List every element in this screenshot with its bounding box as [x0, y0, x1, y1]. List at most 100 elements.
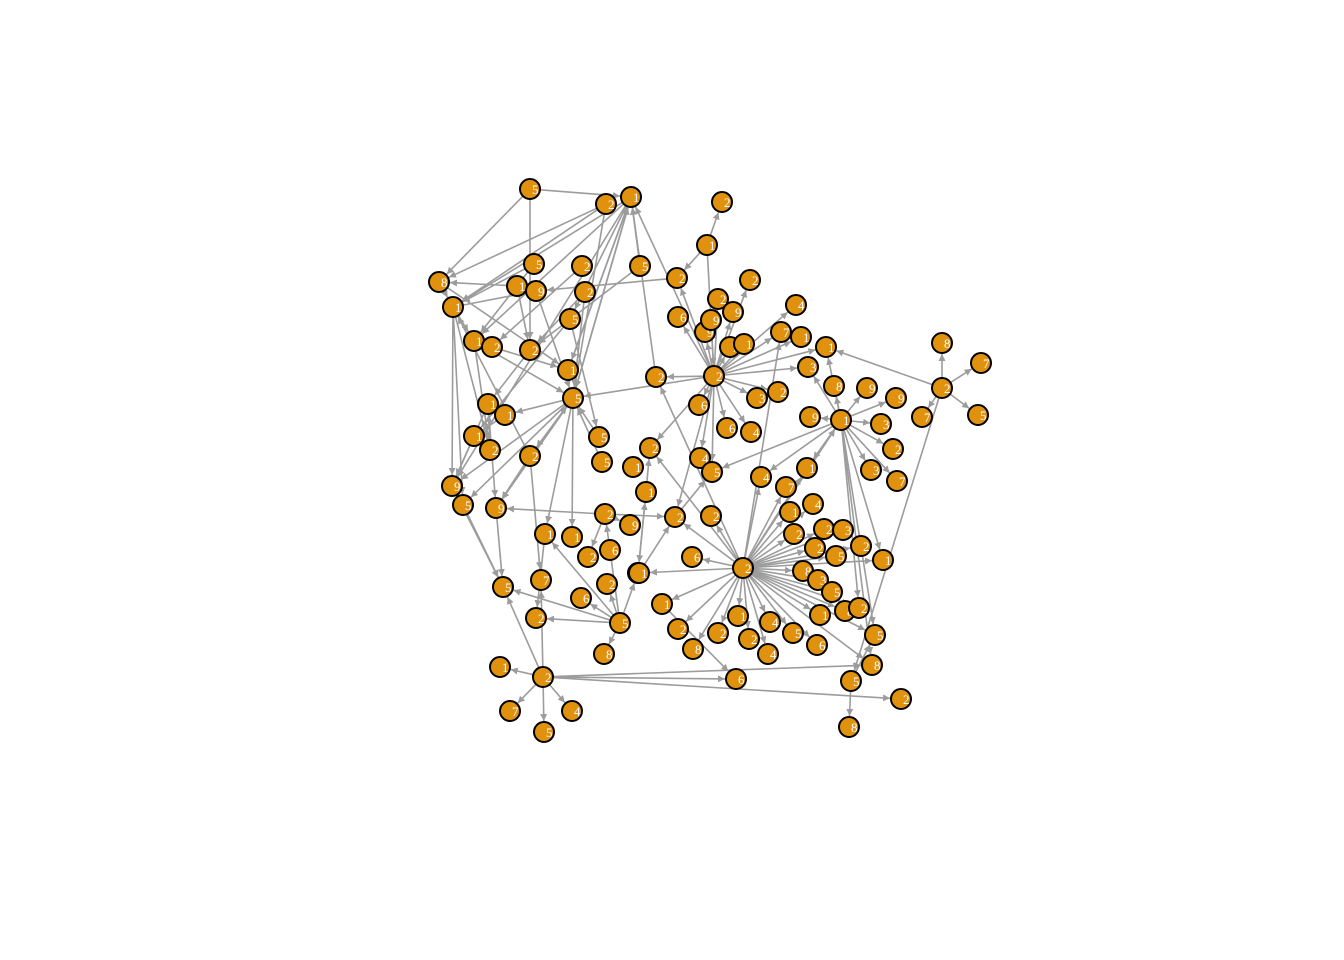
- node-label: 5: [601, 430, 608, 445]
- graph-node: 6: [725, 668, 747, 690]
- graph-edge: [457, 315, 469, 333]
- node-label: 4: [815, 497, 822, 512]
- node-circle: [770, 321, 792, 343]
- graph-node: 2: [481, 336, 503, 358]
- node-label: 3: [759, 391, 766, 406]
- node-label: 2: [895, 442, 902, 457]
- graph-node: 5: [519, 178, 541, 200]
- node-circle: [759, 611, 781, 633]
- node-circle: [870, 413, 892, 435]
- node-circle: [595, 193, 617, 215]
- graph-node: 2: [931, 377, 953, 399]
- graph-edge: [622, 583, 636, 614]
- node-label: 2: [658, 370, 665, 385]
- graph-edge: [680, 479, 706, 510]
- node-circle: [519, 445, 541, 467]
- node-label: 2: [492, 443, 499, 458]
- node-label: 2: [861, 601, 868, 616]
- graph-edge: [718, 383, 746, 424]
- graph-edge: [746, 496, 782, 560]
- node-circle: [931, 332, 953, 354]
- node-label: 2: [652, 441, 659, 456]
- graph-node: 2: [738, 628, 760, 650]
- node-label: 2: [587, 285, 594, 300]
- node-circle: [530, 569, 552, 591]
- graph-edge: [949, 393, 970, 410]
- node-circle: [856, 377, 878, 399]
- node-label: 5: [465, 498, 472, 513]
- node-circle: [570, 587, 592, 609]
- node-label: 2: [679, 271, 686, 286]
- node-circle: [525, 280, 547, 302]
- node-circle: [628, 562, 650, 584]
- node-circle: [523, 253, 545, 275]
- node-label: 5: [532, 182, 539, 197]
- graph-node: 2: [519, 445, 541, 467]
- node-circle: [830, 409, 852, 431]
- node-circle: [861, 654, 883, 676]
- node-circle: [885, 387, 907, 409]
- node-circle: [591, 451, 613, 473]
- graph-edge: [721, 311, 789, 371]
- graph-node: 4: [759, 611, 781, 633]
- graph-edge: [702, 557, 734, 567]
- node-circle: [931, 377, 953, 399]
- node-circle: [519, 178, 541, 200]
- edges-layer: [441, 189, 973, 722]
- graph-edge: [537, 298, 579, 343]
- graph-edge: [850, 401, 887, 418]
- graph-node: 4: [740, 421, 762, 443]
- node-circle: [821, 581, 843, 603]
- graph-node: 1: [651, 593, 673, 615]
- node-label: 5: [505, 580, 512, 595]
- graph-node: 1: [622, 456, 644, 478]
- graph-edge: [841, 429, 861, 598]
- node-label: 2: [752, 273, 759, 288]
- graph-node: 2: [850, 535, 872, 557]
- node-label: 9: [735, 305, 742, 320]
- graph-node: 1: [620, 186, 642, 208]
- graph-edge: [545, 407, 572, 524]
- node-circle: [872, 549, 894, 571]
- graph-edge: [683, 325, 710, 368]
- node-label: 2: [680, 622, 687, 637]
- node-circle: [594, 503, 616, 525]
- graph-edge: [703, 384, 711, 396]
- node-circle: [682, 638, 704, 660]
- graph-node: 3: [832, 519, 854, 541]
- node-label: 6: [738, 672, 745, 687]
- node-label: 2: [903, 692, 910, 707]
- node-label: 9: [812, 410, 819, 425]
- node-label: 5: [714, 465, 721, 480]
- graph-node: 4: [785, 294, 807, 316]
- node-circle: [711, 191, 733, 213]
- node-circle: [911, 406, 933, 428]
- node-label: 1: [633, 190, 640, 205]
- node-circle: [725, 668, 747, 690]
- node-label: 2: [608, 197, 615, 212]
- graph-node: 2: [596, 573, 618, 595]
- graph-node: 1: [727, 605, 749, 627]
- graph-node: 5: [864, 624, 886, 646]
- node-circle: [707, 622, 729, 644]
- node-circle: [596, 573, 618, 595]
- graph-node: 1: [557, 359, 579, 381]
- node-circle: [481, 336, 503, 358]
- graph-node: 5: [629, 255, 651, 277]
- graph-node: 5: [609, 612, 631, 634]
- graph-edge: [537, 590, 545, 668]
- node-circle: [609, 612, 631, 634]
- graph-node: 9: [885, 387, 907, 409]
- node-circle: [701, 461, 723, 483]
- node-label: 5: [572, 312, 579, 327]
- graph-edge: [750, 573, 864, 660]
- node-label: 9: [869, 381, 876, 396]
- graph-node: 1: [815, 336, 837, 358]
- node-label: 2: [532, 449, 539, 464]
- node-circle: [499, 700, 521, 722]
- graph-edge: [441, 289, 449, 298]
- node-circle: [593, 643, 615, 665]
- graph-edge: [813, 375, 837, 412]
- node-label: 1: [843, 413, 850, 428]
- node-label: 1: [828, 340, 835, 355]
